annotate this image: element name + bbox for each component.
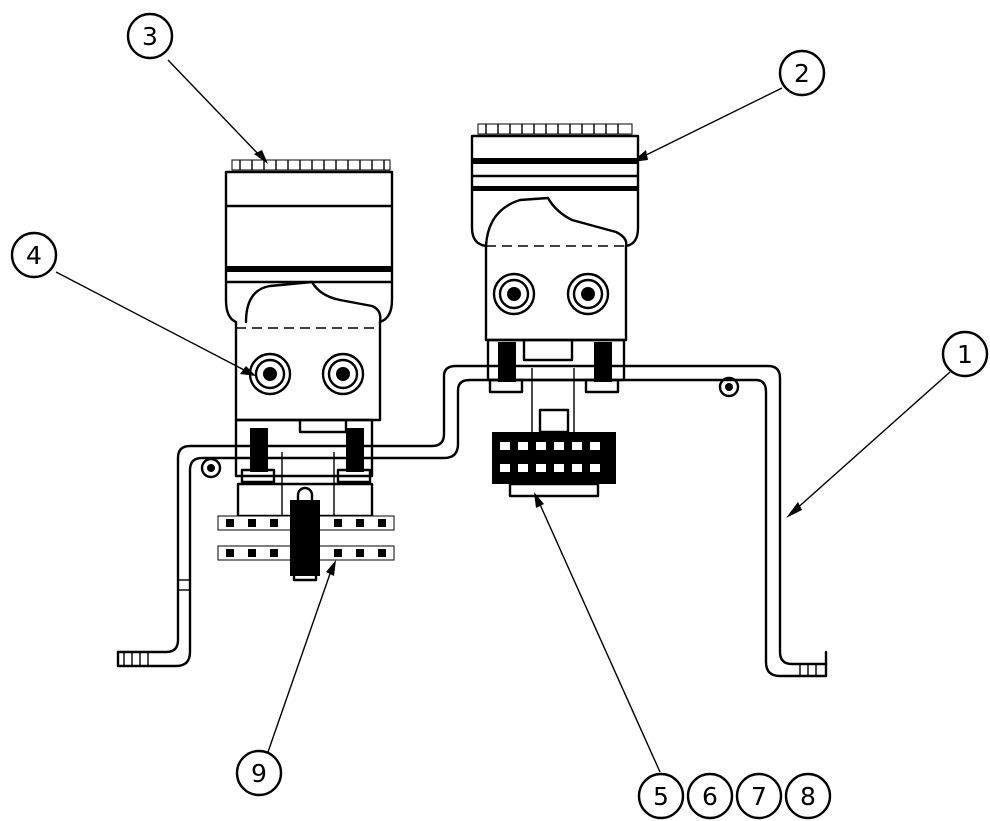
mounting-bracket xyxy=(116,364,828,678)
right-mount-block xyxy=(486,338,626,436)
left-fittings xyxy=(248,352,365,396)
balloon-7: 7 xyxy=(735,772,783,820)
balloon-5-label: 5 xyxy=(653,782,669,811)
balloon-4: 4 xyxy=(10,231,58,279)
left-actuator-head xyxy=(224,159,394,434)
leader-lines xyxy=(55,59,951,773)
balloon-6: 6 xyxy=(686,772,734,820)
balloon-4-label: 4 xyxy=(26,241,42,270)
balloon-5: 5 xyxy=(637,772,685,820)
balloon-9: 9 xyxy=(235,749,283,797)
balloon-3-label: 3 xyxy=(142,22,158,51)
balloon-2-label: 2 xyxy=(794,59,810,88)
balloon-1-label: 1 xyxy=(957,340,973,369)
balloon-6-label: 6 xyxy=(702,782,718,811)
balloon-3: 3 xyxy=(126,12,174,60)
right-valve-stack xyxy=(492,408,616,498)
balloon-7-label: 7 xyxy=(751,782,767,811)
left-mount-block xyxy=(234,418,374,520)
balloon-9-label: 9 xyxy=(251,759,267,788)
balloon-8: 8 xyxy=(784,772,832,820)
balloon-1: 1 xyxy=(941,330,989,378)
right-fittings xyxy=(492,272,610,316)
right-actuator-head xyxy=(470,123,640,342)
balloon-2: 2 xyxy=(778,49,826,97)
left-manifold xyxy=(217,482,395,582)
balloon-8-label: 8 xyxy=(800,782,816,811)
